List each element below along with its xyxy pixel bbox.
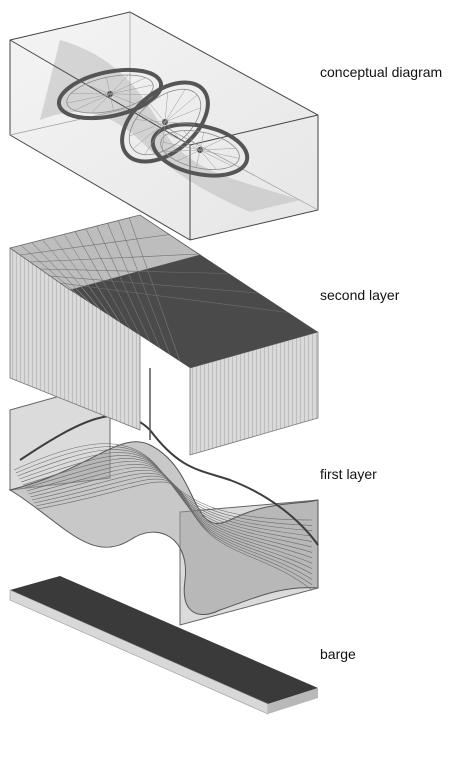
label-second-layer: second layer [320,287,400,303]
concept-hourglass-shadow [40,40,300,212]
wheel-spokes [66,74,240,170]
conceptual-diagram-box [9,11,319,241]
label-barge: barge [320,646,356,662]
second-layer-grid-lines [19,217,289,362]
label-first-layer: first layer [320,466,377,482]
first-layer-highlight [118,548,182,588]
label-conceptual-diagram: conceptual diagram [320,64,443,80]
barge-top-face [10,576,318,704]
second-layer-top-dark [70,215,318,368]
first-layer-ridge [19,414,319,546]
first-layer-structure [8,381,319,626]
first-layer-contours [13,443,313,591]
first-layer-twisted-surface [8,441,319,615]
barge-side-face [268,688,318,714]
barge-slab [9,576,318,715]
second-layer-grid [9,214,319,456]
second-layer-side-curtain [189,331,319,456]
